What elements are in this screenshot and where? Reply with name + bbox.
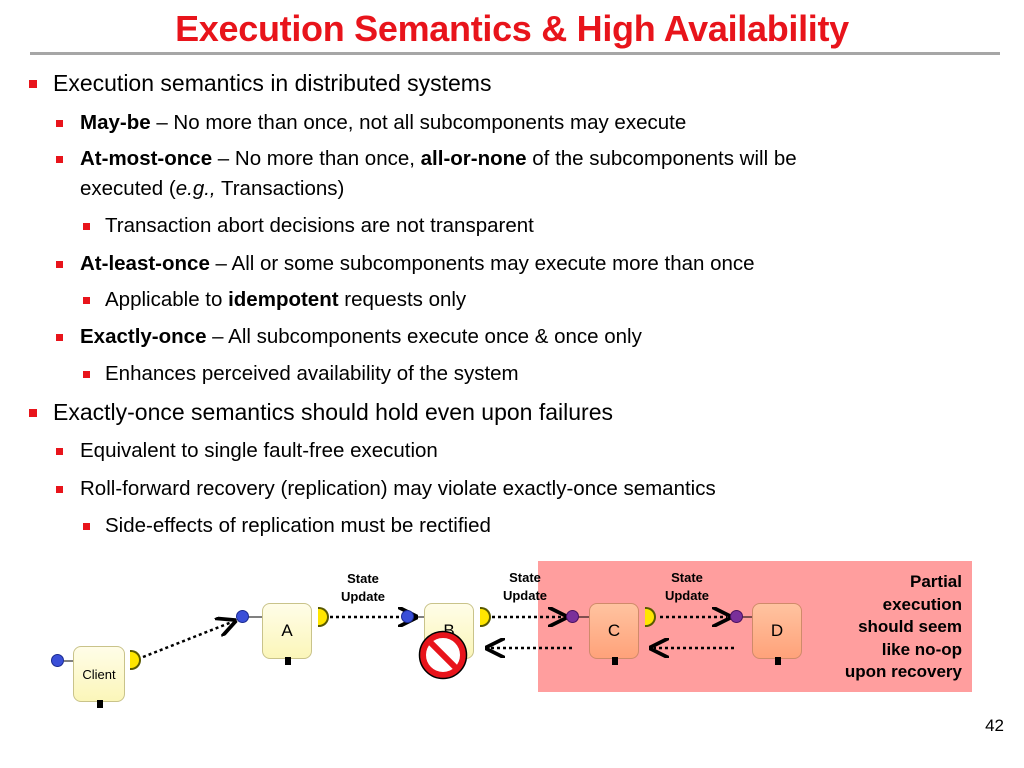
prohibited-icon xyxy=(418,630,468,680)
bullet-marker xyxy=(56,486,63,493)
state-update-label-1: State Update xyxy=(340,571,386,604)
title-divider xyxy=(30,52,1000,55)
bullet-perceived-availability: Enhances perceived availability of the s… xyxy=(83,362,519,386)
bullet-at-least-once: At-least-once – All or some subcomponent… xyxy=(56,252,755,276)
component-c-port-icon xyxy=(566,610,579,623)
bullet-execution-semantics: Execution semantics in distributed syste… xyxy=(29,70,491,97)
bullet-marker xyxy=(56,156,63,163)
component-c: C xyxy=(589,603,639,665)
component-a: A xyxy=(262,603,312,665)
component-d-port-icon xyxy=(730,610,743,623)
bullet-idempotent: Applicable to idempotent requests only xyxy=(83,288,466,312)
bullet-at-most-once-cont: executed (e.g., Transactions) xyxy=(80,177,345,200)
state-update-label-3: State Update xyxy=(664,570,710,603)
component-a-port-icon xyxy=(236,610,249,623)
client-port-icon xyxy=(51,654,64,667)
client-component: Client xyxy=(73,646,125,708)
component-b-port-icon xyxy=(401,610,414,623)
bullet-marker xyxy=(83,223,90,230)
bullet-at-most-once: At-most-once – No more than once, all-or… xyxy=(56,147,797,171)
state-update-label-2: State Update xyxy=(502,570,548,603)
bullet-side-effects: Side-effects of replication must be rect… xyxy=(83,514,491,538)
bullet-marker xyxy=(83,523,90,530)
bullet-exactly-once-failures: Exactly-once semantics should hold even … xyxy=(29,399,613,426)
partial-execution-note: Partial execution should seem like no-op… xyxy=(844,572,962,681)
bullet-may-be: May-be – No more than once, not all subc… xyxy=(56,111,686,135)
bullet-exactly-once: Exactly-once – All subcomponents execute… xyxy=(56,325,642,349)
bullet-marker xyxy=(83,297,90,304)
bullet-marker xyxy=(56,448,63,455)
bullet-marker xyxy=(56,120,63,127)
bullet-marker xyxy=(56,261,63,268)
client-to-a-arrow xyxy=(142,622,232,659)
bullet-transaction-abort: Transaction abort decisions are not tran… xyxy=(83,214,534,238)
bullet-marker xyxy=(83,371,90,378)
bullet-fault-free: Equivalent to single fault-free executio… xyxy=(56,439,438,463)
slide-title: Execution Semantics & High Availability xyxy=(175,8,849,49)
page-number: 42 xyxy=(985,716,1004,735)
bullet-roll-forward: Roll-forward recovery (replication) may … xyxy=(56,477,716,501)
component-d: D xyxy=(752,603,802,665)
bullet-marker xyxy=(56,334,63,341)
bullet-marker xyxy=(29,409,37,417)
bullet-marker xyxy=(29,80,37,88)
